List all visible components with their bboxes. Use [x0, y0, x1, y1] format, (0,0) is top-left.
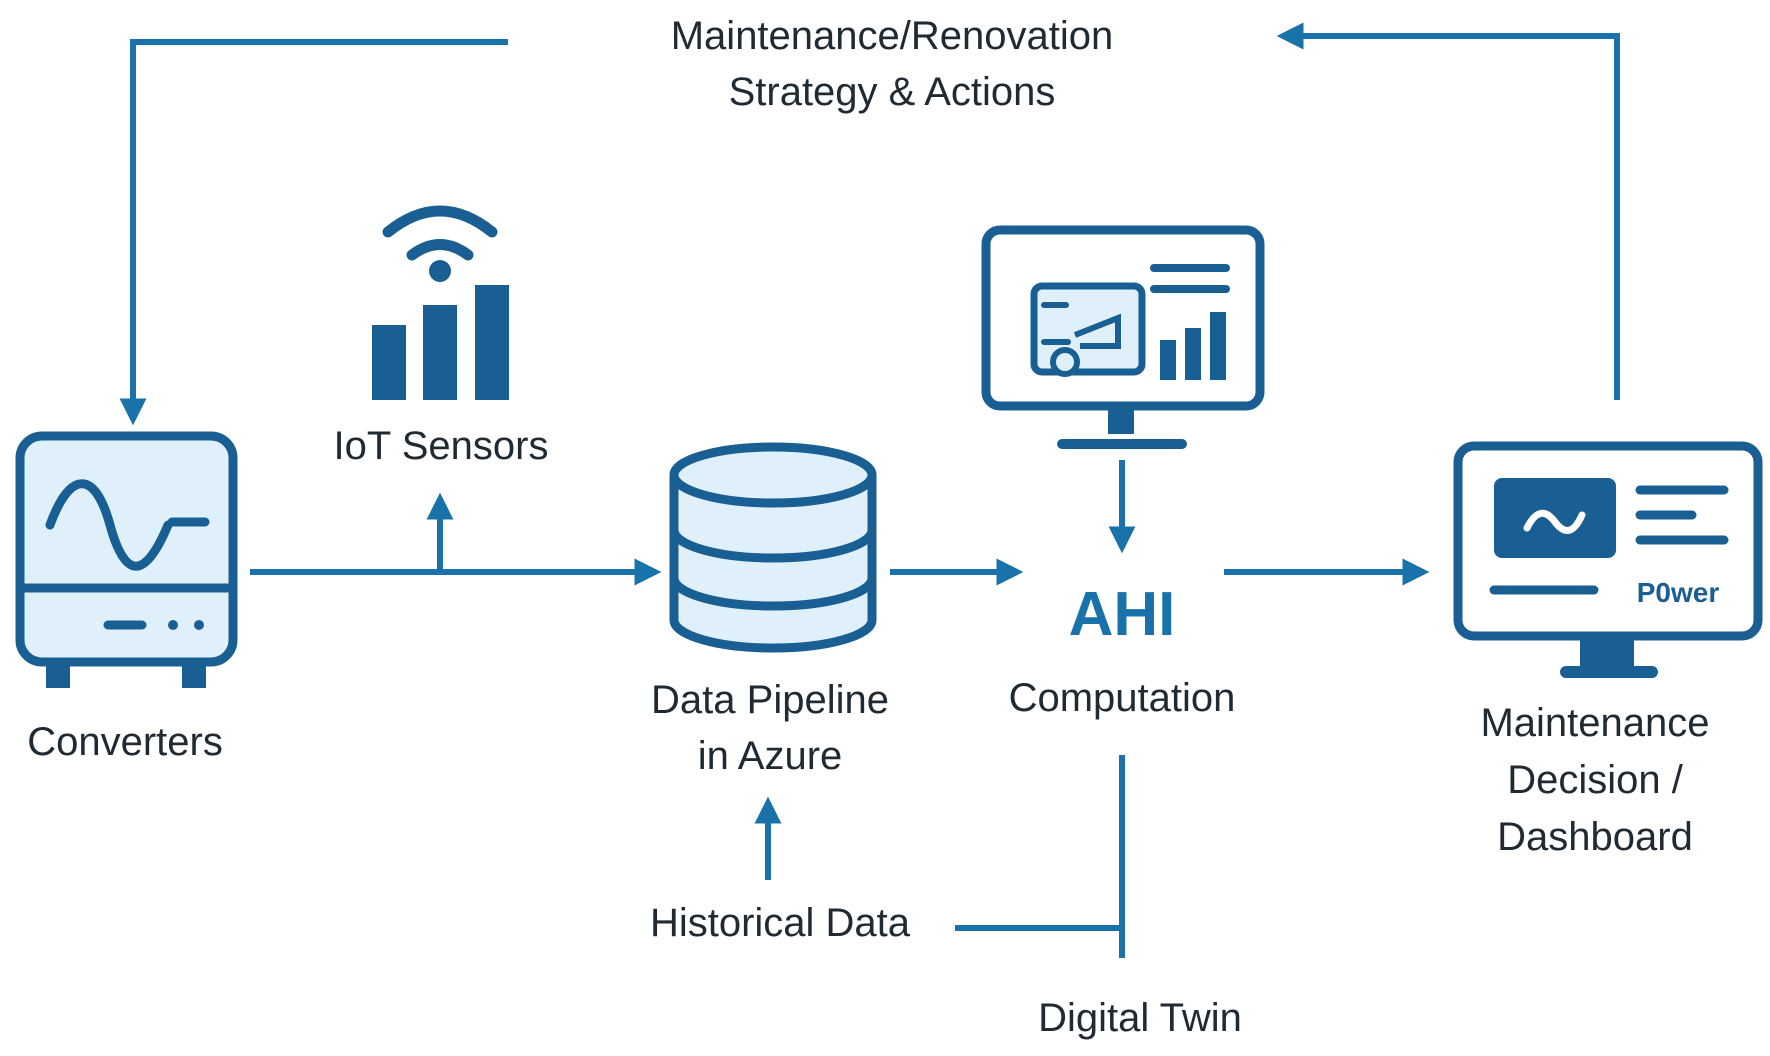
feedback-arrow-from-dashboard: [1276, 22, 1620, 400]
dashboard-label-line2: Decision /: [1507, 758, 1683, 802]
feedback-loop: [119, 22, 1620, 426]
ahi-subtitle: Computation: [1008, 676, 1236, 720]
dashboard-label-line1: Maintenance: [1480, 701, 1710, 745]
feedback-arrow-to-converters: [119, 39, 508, 426]
feedback-label-line2: Strategy & Actions: [728, 70, 1056, 114]
dashboard-label-line3: Dashboard: [1497, 815, 1693, 859]
pipeline-label-line1: Data Pipeline: [651, 678, 889, 722]
iot-sensors-label: IoT Sensors: [333, 424, 549, 468]
ahi-title: AHI: [1068, 580, 1176, 649]
pipeline-label-line2: in Azure: [697, 734, 843, 778]
dashboard-screen-text: P0wer: [1637, 577, 1720, 608]
main-flow: [250, 460, 1430, 958]
historical-data-label: Historical Data: [649, 901, 911, 945]
converters-label: Converters: [27, 720, 223, 764]
database-icon: [669, 442, 877, 653]
dashboard-monitor-icon: P0wer: [1453, 441, 1763, 678]
wifi-signal-bars-icon: [372, 205, 509, 400]
digital-twin-label: Digital Twin: [1038, 996, 1242, 1040]
monitor-analytics-icon: [981, 225, 1265, 449]
feedback-label-line1: Maintenance/Renovation: [670, 14, 1114, 58]
converter-icon: [15, 431, 238, 688]
